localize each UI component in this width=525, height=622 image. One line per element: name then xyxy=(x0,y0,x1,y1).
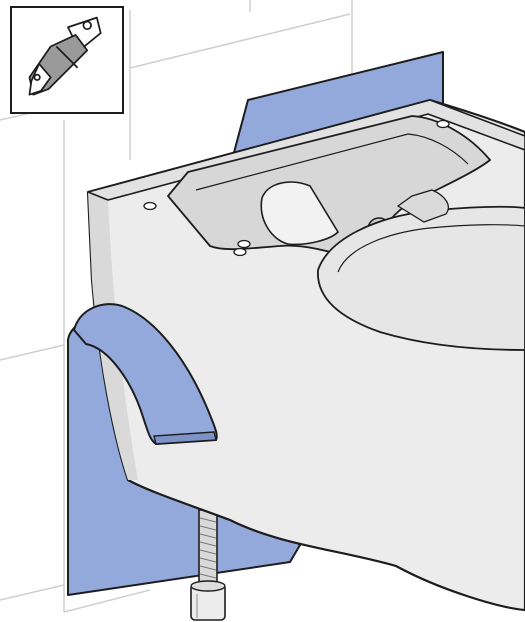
tool-inset xyxy=(10,6,124,114)
utility-knife-icon xyxy=(12,8,122,112)
